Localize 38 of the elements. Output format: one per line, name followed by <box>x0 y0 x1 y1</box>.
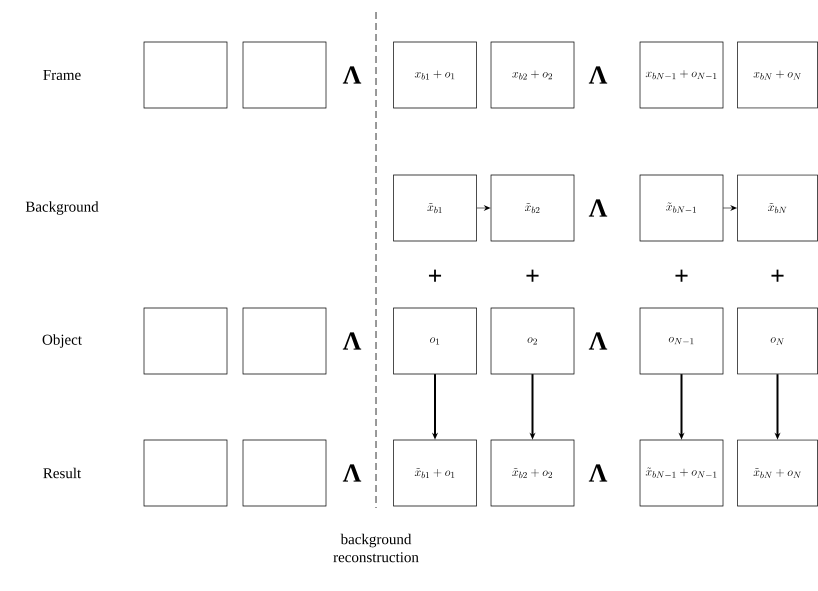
operator-symbol: Λ <box>588 332 608 350</box>
empty-box <box>242 440 326 506</box>
row-label: Object <box>42 334 82 348</box>
operator-symbol: Λ <box>342 66 362 84</box>
formula-box: $o_N$ <box>737 308 818 374</box>
plus-sign: + <box>675 270 688 282</box>
operator-symbol: Λ <box>588 66 608 84</box>
formula-box: $x_{bN} + o_N$ <box>737 42 818 108</box>
row-label: Result <box>43 468 82 478</box>
empty-box <box>144 308 228 374</box>
note-text: background reconstruction <box>333 534 419 562</box>
plus-sign: + <box>526 270 539 282</box>
formula-box: $\tilde{x}_{b1} + o_1$ <box>393 440 477 506</box>
operator-symbol: Λ <box>342 332 362 350</box>
empty-box <box>242 308 326 374</box>
operator-symbol: Λ <box>588 199 608 217</box>
formula-box: $\tilde{x}_{bN-1} + o_{N-1}$ <box>640 440 724 506</box>
formula-box: $o_2$ <box>490 308 574 374</box>
formula-box: $o_{N-1}$ <box>640 308 724 374</box>
formula-box: $\tilde{x}_{bN}$ <box>737 174 818 242</box>
empty-box <box>144 42 228 108</box>
formula-box: $\tilde{x}_{b2} + o_2$ <box>490 440 574 506</box>
empty-box <box>242 42 326 108</box>
plus-sign: + <box>428 270 442 282</box>
row-label: Background <box>26 201 98 215</box>
operator-symbol: Λ <box>342 464 362 482</box>
empty-box <box>144 440 228 506</box>
formula-box: $\tilde{x}_{b2}$ <box>490 174 574 242</box>
formula-box: $o_1$ <box>393 308 477 374</box>
formula-box: $x_{b1} + o_1$ <box>393 42 477 108</box>
operator-symbol: Λ <box>588 464 608 482</box>
formula-box: $\tilde{x}_{b1}$ <box>393 174 477 242</box>
formula-box: $\tilde{x}_{bN} + o_N$ <box>737 440 818 506</box>
row-label: Frame <box>43 70 81 80</box>
plus-sign: + <box>771 270 784 282</box>
formula-box: $x_{b2} + o_2$ <box>490 42 574 108</box>
formula-box: $x_{bN-1} + o_{N-1}$ <box>640 42 724 108</box>
formula-box: $\tilde{x}_{bN-1}$ <box>640 174 724 242</box>
